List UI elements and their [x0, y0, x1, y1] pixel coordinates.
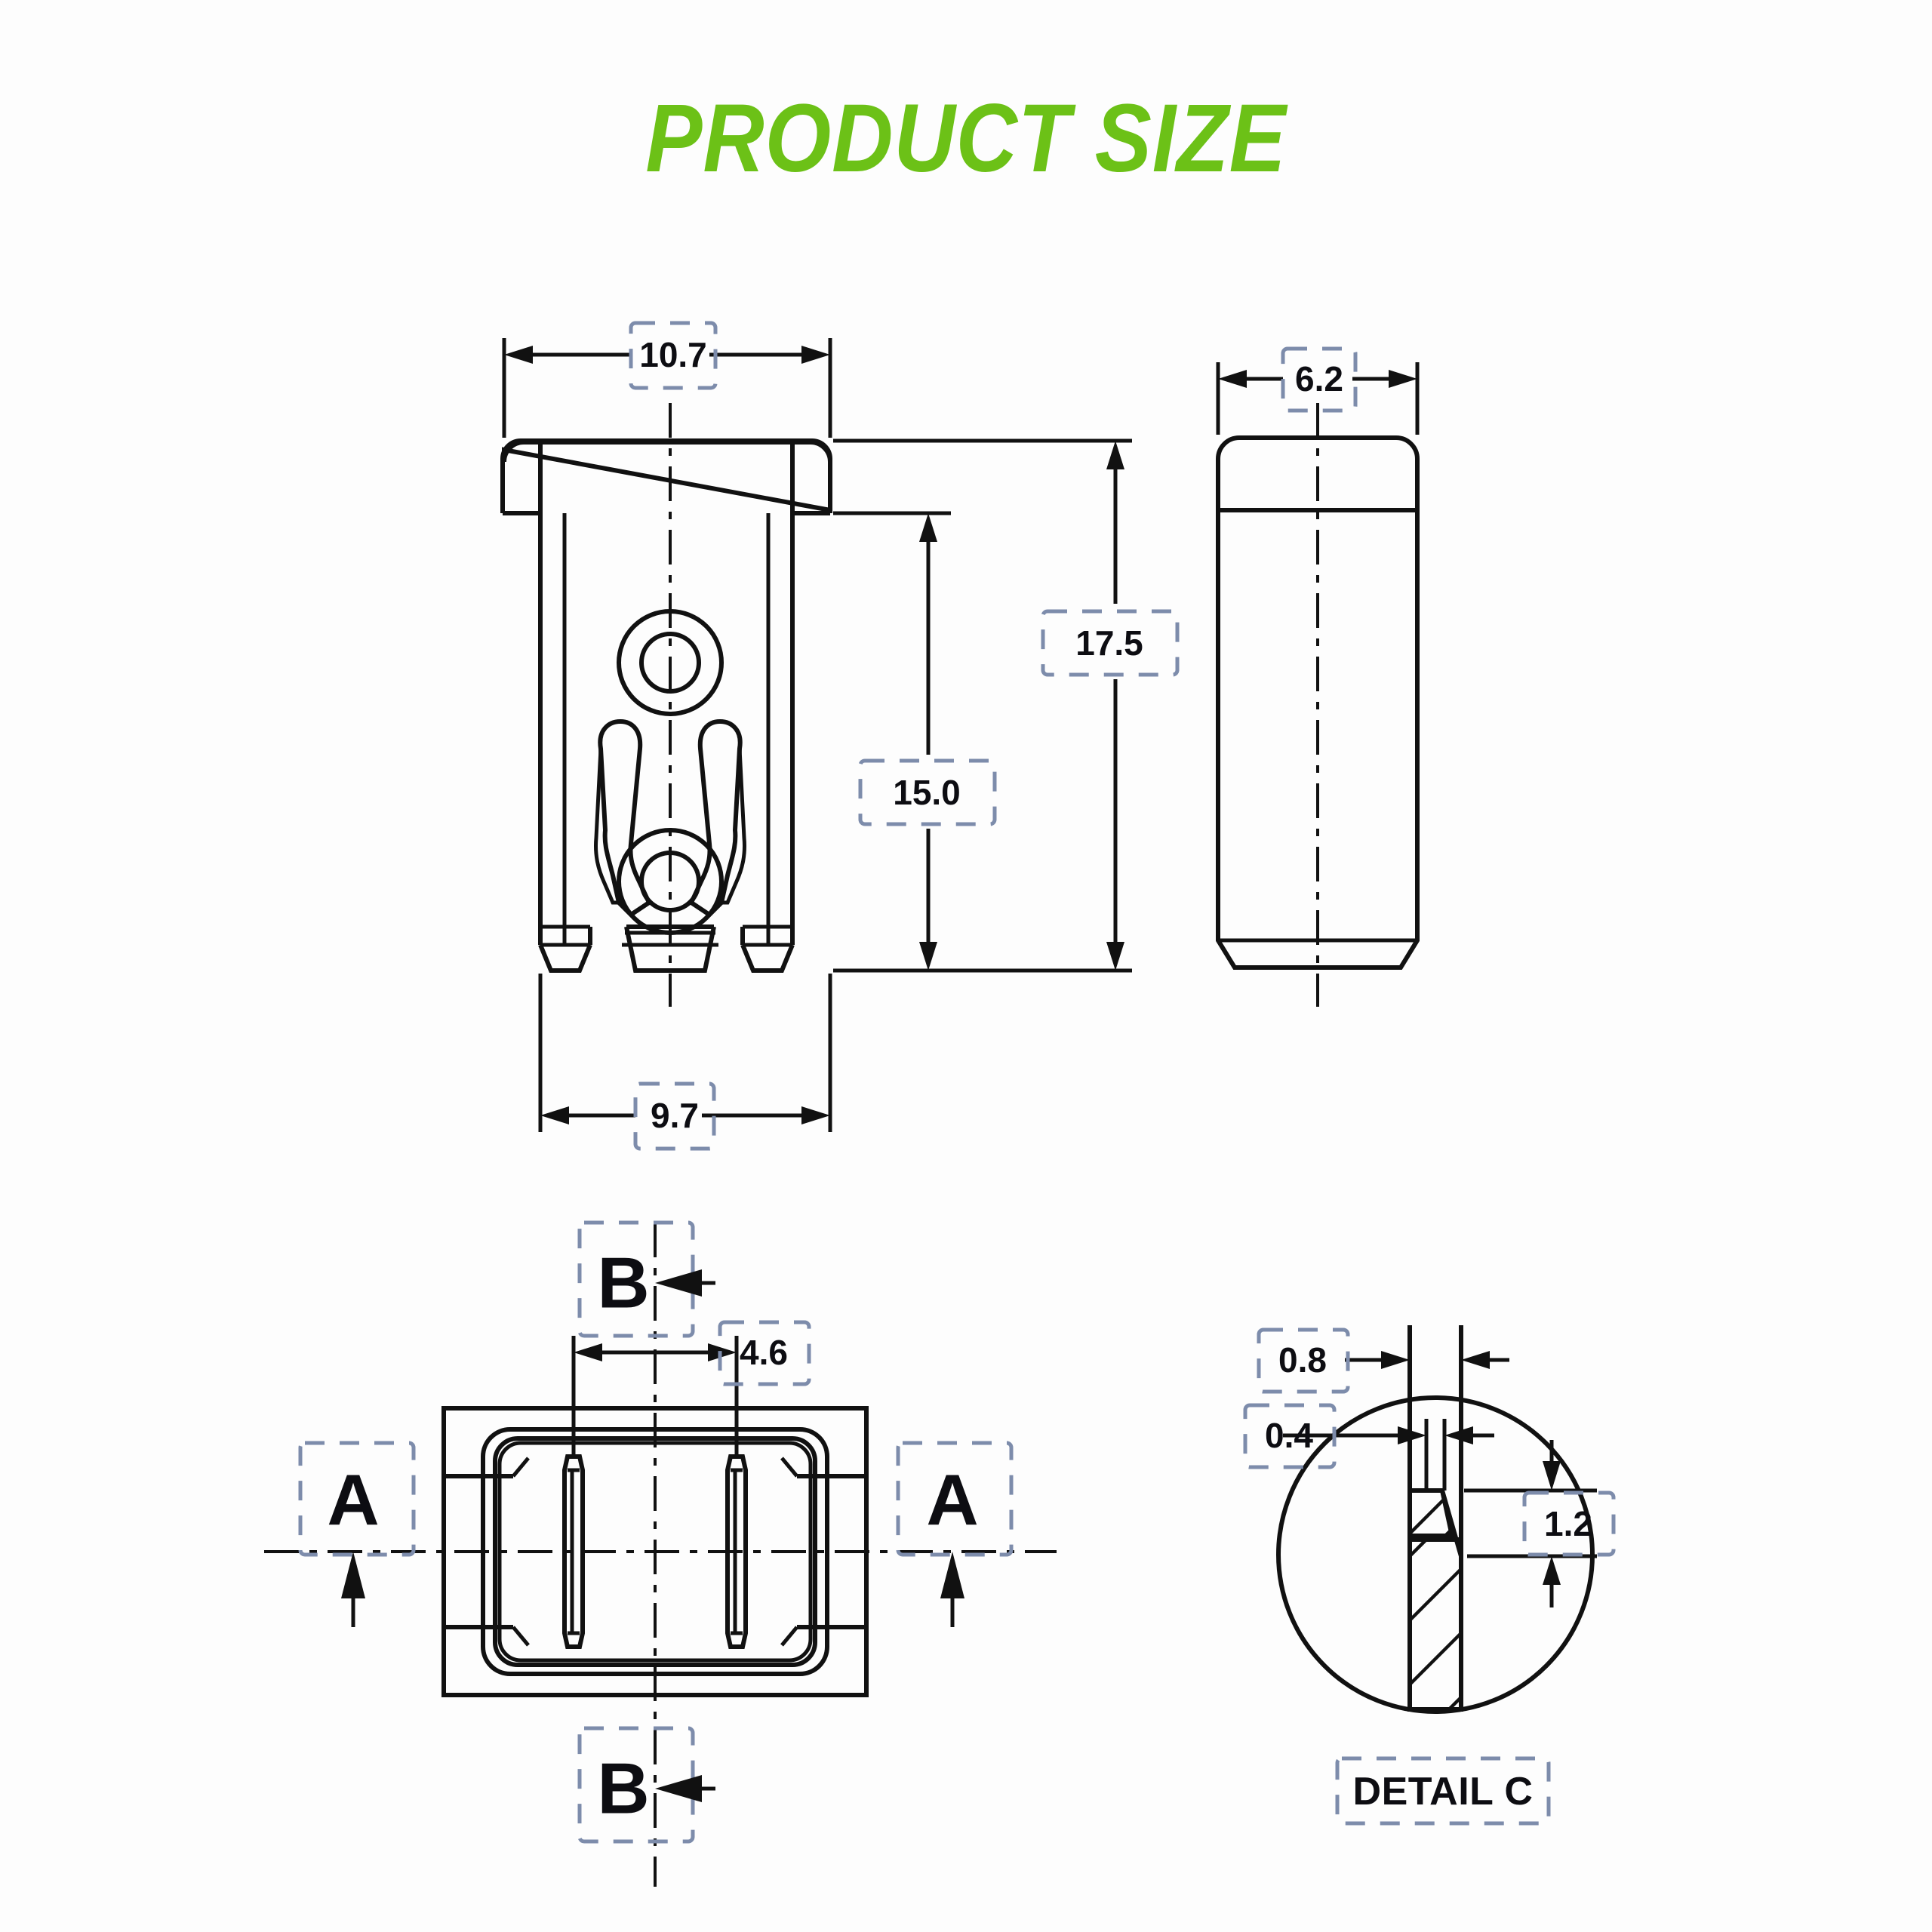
selection-box-1-2 — [1522, 1491, 1616, 1557]
dimension-0-8: 0.8 — [1257, 1327, 1509, 1419]
section-letter-a-right: A — [926, 1460, 978, 1541]
dimension-label-9-7: 9.7 — [651, 1096, 699, 1135]
selection-box-a-right — [896, 1441, 1014, 1557]
dimension-4-6: 4.6 — [571, 1320, 811, 1457]
section-letter-a-left: A — [327, 1460, 379, 1541]
section-marker-b-top: B — [577, 1220, 715, 1338]
selection-box-b-top — [577, 1220, 695, 1338]
page-title: PRODUCT SIZE — [645, 85, 1287, 192]
dimension-0-4: 0.4 — [1243, 1403, 1494, 1469]
front-view: 10.7 9.7 17.5 — [500, 321, 1180, 1151]
selection-box-4-6 — [718, 1320, 811, 1386]
detail-c-label: DETAIL C — [1353, 1770, 1534, 1814]
section-letter-b-top: B — [597, 1243, 649, 1324]
section-marker-a-left: A — [298, 1441, 416, 1627]
dimension-1-2: 1.2 — [1464, 1440, 1616, 1607]
top-view: 4.6 A A B — [264, 1220, 1057, 1887]
dimension-label-15-0: 15.0 — [893, 773, 961, 812]
selection-box-15-0 — [858, 758, 997, 826]
dimension-17-5: 17.5 — [833, 438, 1180, 973]
selection-box-6-2 — [1281, 346, 1358, 413]
selection-box-17-5 — [1041, 609, 1180, 677]
selection-box-10-7 — [629, 321, 718, 390]
detail-c-view: 0.8 0.4 1.2 — [1243, 1325, 1616, 1826]
dimension-label-17-5: 17.5 — [1075, 623, 1143, 663]
dimension-label-4-6: 4.6 — [740, 1333, 788, 1372]
dimension-label-0-8: 0.8 — [1278, 1340, 1327, 1380]
selection-box-b-bottom — [577, 1726, 695, 1844]
dimension-label-0-4: 0.4 — [1265, 1416, 1313, 1455]
dimension-10-7: 10.7 — [502, 321, 832, 438]
dimension-15-0: 15.0 — [833, 511, 997, 973]
detail-c-caption: DETAIL C — [1335, 1756, 1551, 1826]
selection-box-0-4 — [1243, 1403, 1337, 1469]
dimension-9-7: 9.7 — [538, 974, 832, 1151]
dimension-6-2: 6.2 — [1216, 346, 1420, 435]
dimension-label-1-2: 1.2 — [1544, 1504, 1592, 1543]
dimension-label-10-7: 10.7 — [639, 335, 707, 374]
selection-box-a-left — [298, 1441, 416, 1557]
section-letter-b-bottom: B — [597, 1749, 649, 1829]
selection-box-0-8 — [1257, 1327, 1350, 1394]
side-view: 6.2 — [1216, 346, 1420, 1007]
section-marker-a-right: A — [896, 1441, 1014, 1627]
section-marker-b-bottom: B — [577, 1726, 715, 1844]
dimension-label-6-2: 6.2 — [1295, 359, 1343, 398]
selection-box-9-7 — [633, 1081, 716, 1151]
